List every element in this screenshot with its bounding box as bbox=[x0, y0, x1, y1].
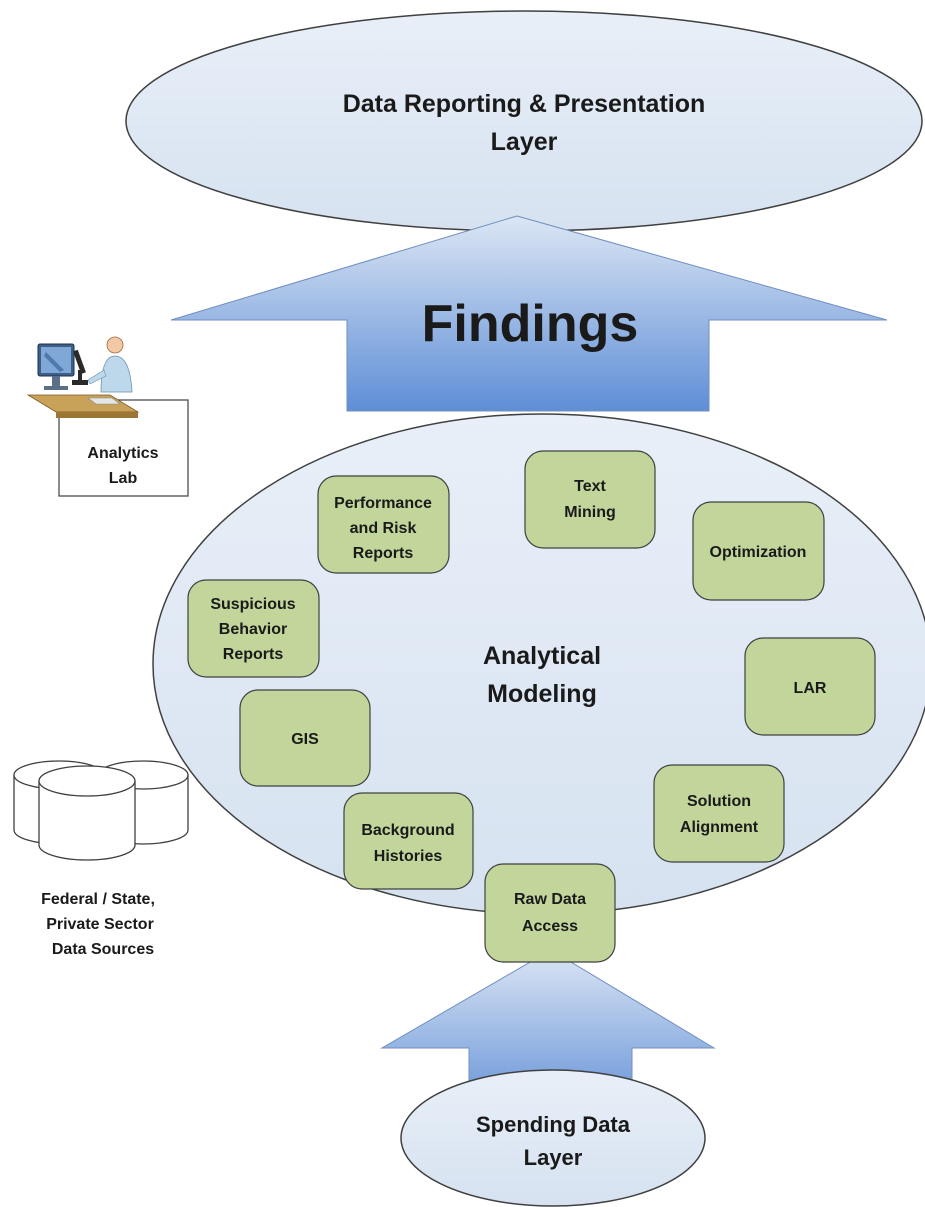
module-label-line1: Raw Data bbox=[514, 891, 586, 908]
module-raw-data-access: Raw Data Access bbox=[484, 863, 616, 963]
module-lar: LAR bbox=[744, 637, 876, 736]
analytics-lab-label-line1: Analytics bbox=[87, 445, 158, 462]
module-suspicious-behavior-reports: Suspicious Behavior Reports bbox=[187, 579, 320, 678]
module-label-line2: and Risk bbox=[350, 520, 417, 537]
module-label-line1: Optimization bbox=[710, 544, 807, 561]
analytics-lab-node: Analytics Lab bbox=[26, 336, 189, 497]
spending-data-layer-label-line1: Spending Data bbox=[476, 1112, 631, 1137]
data-sources-label-line1: Federal / State, bbox=[41, 891, 155, 908]
spending-data-layer-label-line2: Layer bbox=[524, 1145, 583, 1170]
database-cylinder-front bbox=[38, 765, 136, 861]
module-label-line3: Reports bbox=[353, 545, 414, 562]
findings-arrow-shape bbox=[170, 215, 888, 412]
reporting-layer-label-line2: Layer bbox=[491, 128, 558, 156]
module-label-line1: Solution bbox=[687, 793, 751, 810]
module-box bbox=[484, 863, 616, 963]
module-optimization: Optimization bbox=[692, 501, 825, 601]
spending-data-layer-node: Spending Data Layer bbox=[400, 1069, 706, 1207]
analytics-lab-label-line2: Lab bbox=[109, 470, 138, 487]
module-gis: GIS bbox=[239, 689, 371, 787]
data-sources-database-icon bbox=[13, 760, 189, 861]
module-performance-and-risk-reports: Performance and Risk Reports bbox=[317, 475, 450, 574]
scientist-at-workstation-icon bbox=[26, 336, 140, 418]
spending-data-layer-ellipse bbox=[400, 1069, 706, 1207]
findings-arrow: Findings bbox=[170, 215, 888, 412]
module-box bbox=[317, 475, 450, 574]
analytical-modeling-label-line1: Analytical bbox=[483, 642, 601, 670]
module-label-line1: Suspicious bbox=[210, 596, 295, 613]
reporting-layer-node: Data Reporting & Presentation Layer bbox=[125, 10, 923, 232]
module-box bbox=[524, 450, 656, 549]
reporting-layer-ellipse bbox=[125, 10, 923, 232]
findings-label: Findings bbox=[422, 295, 639, 353]
module-box bbox=[653, 764, 785, 863]
module-text-mining: Text Mining bbox=[524, 450, 656, 549]
module-label-line2: Histories bbox=[374, 848, 443, 865]
module-label-line3: Reports bbox=[223, 646, 284, 663]
module-label-line1: Background bbox=[361, 822, 454, 839]
module-box bbox=[187, 579, 320, 678]
data-sources-label-line2: Private Sector bbox=[46, 916, 154, 933]
module-label-line1: Performance bbox=[334, 495, 432, 512]
module-background-histories: Background Histories bbox=[343, 792, 474, 890]
module-box bbox=[343, 792, 474, 890]
module-box bbox=[744, 637, 876, 736]
reporting-layer-label-line1: Data Reporting & Presentation bbox=[343, 90, 706, 118]
module-label-line2: Access bbox=[522, 918, 578, 935]
module-label-line1: GIS bbox=[291, 731, 319, 748]
module-label-line1: LAR bbox=[794, 680, 827, 697]
module-label-line1: Text bbox=[574, 478, 606, 495]
module-label-line2: Mining bbox=[564, 504, 616, 521]
module-solution-alignment: Solution Alignment bbox=[653, 764, 785, 863]
module-box bbox=[239, 689, 371, 787]
data-sources-label-line3: Data Sources bbox=[52, 941, 154, 958]
analytical-modeling-label-line2: Modeling bbox=[487, 680, 597, 708]
module-label-line2: Alignment bbox=[680, 819, 759, 836]
module-label-line2: Behavior bbox=[219, 621, 287, 638]
module-box bbox=[692, 501, 825, 601]
